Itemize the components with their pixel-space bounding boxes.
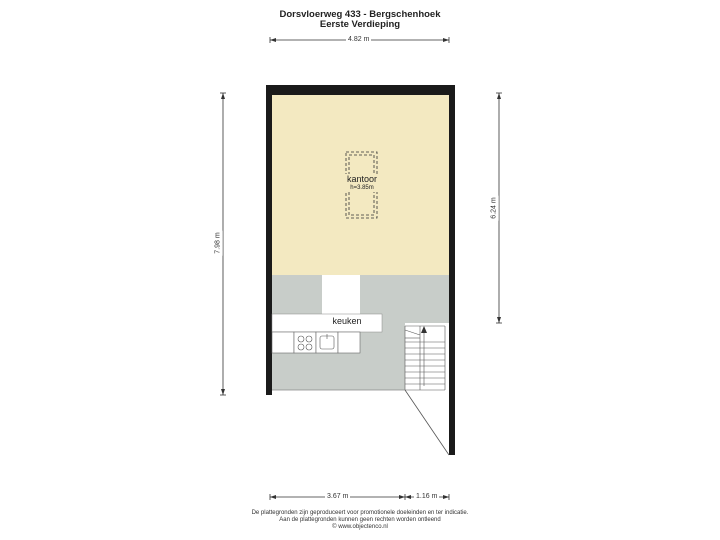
disclaimer-line-2: Aan de plattegronden kunnen geen rechten… [279, 517, 441, 523]
wall-right [449, 85, 455, 455]
stair-arrow-icon [421, 326, 427, 333]
floor-title: Eerste Verdieping [319, 19, 401, 30]
dimension-right [496, 92, 502, 324]
stair-wall [404, 389, 450, 456]
room-kitchen-name: keuken [332, 316, 362, 326]
stove-icon [297, 335, 313, 351]
wall-top [266, 85, 455, 95]
kitchen-counter-units [271, 331, 361, 354]
kitchen-opening [322, 275, 360, 315]
staircase [404, 325, 446, 391]
wall-left [266, 85, 272, 395]
dimension-left [220, 92, 226, 396]
sink-icon [319, 334, 335, 350]
dim-left-label: 7.98 m [214, 230, 223, 256]
address-title: Dorsvloerweg 433 - Bergschenhoek [279, 9, 441, 20]
room-office: kantoor h=3.85m [330, 174, 394, 192]
dim-bottom-left-label: 3.67 m [325, 493, 351, 501]
room-office-height: h=3.85m [330, 185, 394, 192]
dim-right-label: 6.24 m [490, 195, 499, 221]
room-kitchen: keuken [322, 316, 372, 327]
website-credit: © www.objectenco.nl [332, 524, 388, 530]
stair-void [405, 323, 449, 390]
disclaimer-line-1: De plattegronden zijn geproduceert voor … [251, 510, 469, 516]
room-office-name: kantoor [330, 174, 394, 185]
dim-bottom-right-label: 1.16 m [414, 493, 440, 501]
dim-top-label: 4.82 m [346, 36, 372, 44]
